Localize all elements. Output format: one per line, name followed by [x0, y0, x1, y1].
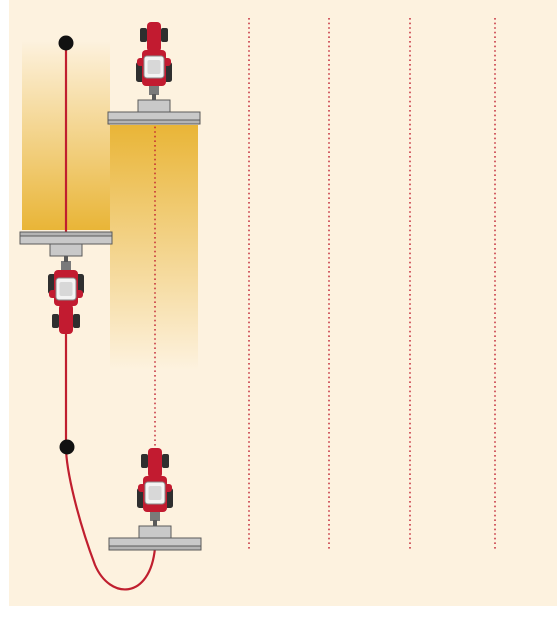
turn-waypoint-icon	[59, 439, 75, 455]
driven-path	[64, 43, 157, 591]
guidance-lines	[154, 18, 496, 550]
start-waypoint-icon	[58, 35, 74, 51]
worked-swath-right	[110, 125, 198, 370]
